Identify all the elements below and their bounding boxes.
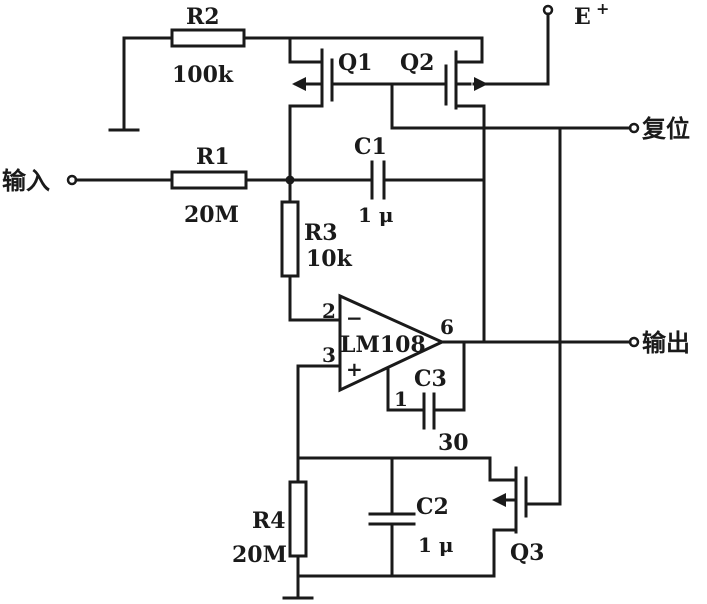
c3-label: C3 (414, 366, 447, 392)
supply-sup: + (596, 0, 609, 18)
pin1-label: 1 (394, 387, 408, 411)
r2-value: 100k (172, 62, 234, 88)
opamp-plus: + (346, 357, 363, 381)
r3-branch (280, 178, 342, 322)
supply-label: E (574, 4, 591, 30)
q1-transistor (288, 48, 334, 182)
c1-capacitor (370, 160, 486, 200)
opamp-triangle (338, 293, 446, 393)
pin2-label: 2 (322, 299, 336, 323)
r2-label: R2 (186, 4, 220, 30)
bottom-network (282, 456, 528, 600)
q2-label: Q2 (400, 50, 434, 76)
r1-value: 20M (184, 202, 239, 228)
output-terminal (628, 336, 640, 348)
opamp-label: LM108 (340, 332, 426, 358)
supply-terminal (542, 4, 554, 16)
c2-value: 1 μ (418, 533, 454, 557)
r3-label: R3 (304, 220, 338, 246)
pin3-label: 3 (322, 343, 336, 367)
reset-terminal (628, 122, 640, 134)
r4-label: R4 (252, 508, 286, 534)
output-label: 输出 (642, 329, 690, 357)
r3-value: 10k (306, 246, 353, 272)
r2-branch (108, 28, 484, 132)
q2-transistor (444, 12, 550, 344)
q3-label: Q3 (510, 540, 544, 566)
q1-label: Q1 (338, 50, 372, 76)
r3-resistor (280, 200, 300, 278)
opamp-lm108 (296, 293, 640, 460)
opamp-minus: − (346, 306, 363, 330)
r4-resistor (288, 480, 308, 558)
reset-label: 复位 (641, 115, 690, 143)
r1-label: R1 (196, 144, 230, 170)
input-branch (66, 170, 374, 190)
input-label: 输入 (2, 167, 50, 195)
q1-arrow (292, 77, 306, 91)
c2-label: C2 (416, 494, 449, 520)
c1-value: 1 μ (358, 203, 394, 227)
r1-resistor (170, 170, 248, 190)
c1-label: C1 (354, 134, 387, 160)
q3-arrow (492, 493, 506, 507)
pin6-label: 6 (440, 315, 454, 339)
c3-value: 30 (438, 430, 469, 456)
r4-value: 20M (232, 542, 287, 568)
r2-resistor (170, 28, 246, 48)
